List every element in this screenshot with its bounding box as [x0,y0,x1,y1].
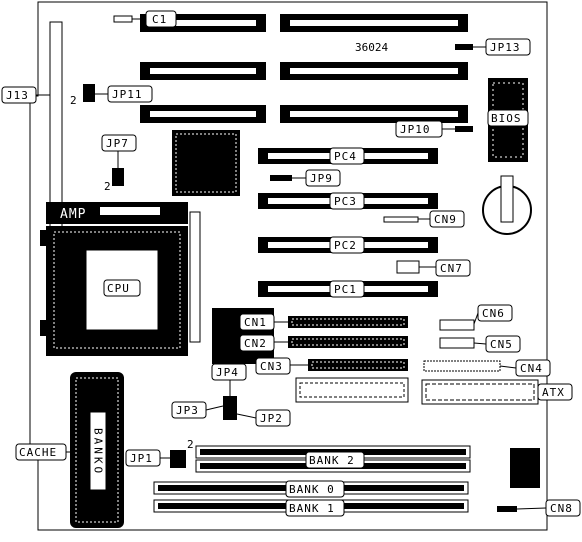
jp11-label: JP11 [112,88,143,101]
cn6-header [439,319,475,331]
callouts: C1 J13 JP11 JP13 BIOS JP10 JP7 PC4 JP9 [1,10,581,517]
jp10-label: JP10 [400,123,431,136]
jp7-label: JP7 [106,137,129,150]
cn9-label: CN9 [434,213,457,226]
jumpers [83,44,517,512]
j13-label: J13 [6,89,29,102]
cache-label: CACHE [19,446,57,459]
jp13-label: JP13 [490,41,521,54]
cn4-header [423,360,501,372]
bank0-label: BANK 0 [289,483,335,496]
pc2-label: PC2 [334,239,357,252]
jp11-pin-number: 2 [70,94,77,107]
cpu-label: CPU [107,282,130,295]
cn5-header [439,337,475,349]
bank2-label: BANK 2 [309,454,355,467]
cn8-label: CN8 [550,502,573,515]
jp1-pin-number: 2 [187,438,194,451]
cn7-label: CN7 [440,262,463,275]
pc4-label: PC4 [334,150,357,163]
chipset [172,130,240,196]
cn3-label: CN3 [260,360,283,373]
bank1-label: BANK 1 [289,502,335,515]
isa-slots [140,14,468,123]
jp7-pin-number: 2 [104,180,111,193]
jp3-label: JP3 [176,404,199,417]
ide-connectors [288,316,409,403]
c1-capacitor [113,15,133,23]
cn4-label: CN4 [520,362,543,375]
cn7-header [396,260,420,274]
cn1-label: CN1 [244,316,267,329]
cn5-label: CN5 [490,338,513,351]
jp9-label: JP9 [310,172,333,185]
board-id: 36024 [355,41,388,54]
pc3-label: PC3 [334,195,357,208]
jp1-label: JP1 [130,452,153,465]
pc1-label: PC1 [334,283,357,296]
jp2-label: JP2 [260,412,283,425]
atx-label: ATX [542,386,565,399]
cn9-header [383,216,419,223]
c1-label: C1 [152,13,167,26]
battery [482,175,532,235]
cn2-label: CN2 [244,337,267,350]
bios-label: BIOS [491,112,522,125]
cache-module [70,372,124,528]
bank-vertical-label: BANKO [92,428,105,476]
amp-label: AMP [60,207,86,222]
atx-power-connector [421,379,539,405]
cn6-label: CN6 [482,307,505,320]
keyboard-connector [510,448,540,488]
jp4-label: JP4 [216,366,239,379]
